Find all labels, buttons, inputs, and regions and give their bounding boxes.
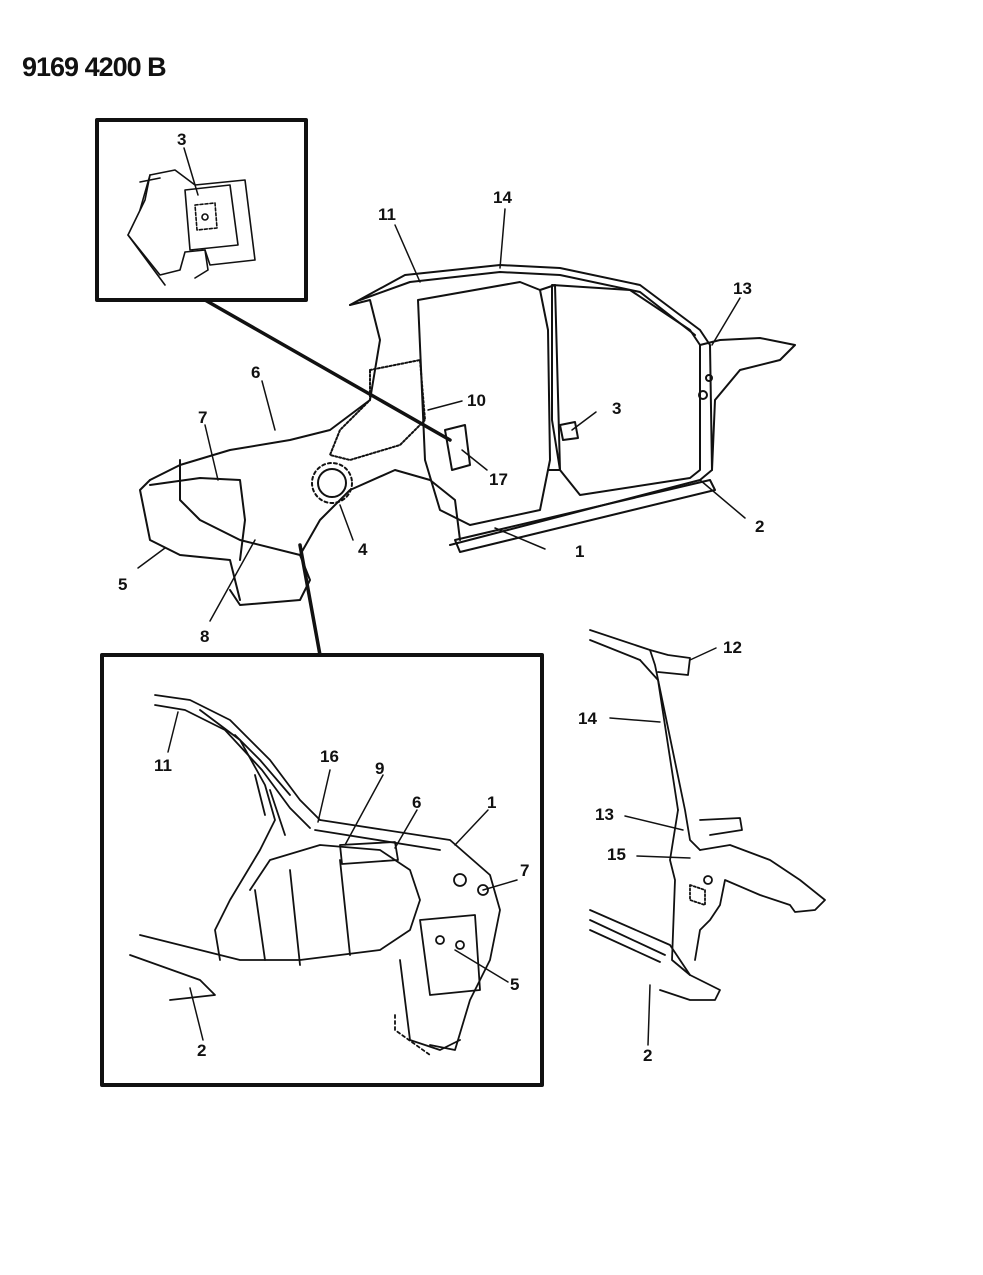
body-side-panel	[139, 264, 796, 606]
inset-callout-3: 3	[177, 130, 187, 149]
pillar-leader-lines	[609, 647, 717, 1046]
callout-6: 6	[251, 363, 261, 382]
callout-7: 7	[198, 408, 208, 427]
bottom-inset-structure	[129, 694, 501, 1056]
pillar-callout-2: 2	[643, 1046, 653, 1065]
callout-14: 14	[493, 188, 512, 207]
inset-callout-7: 7	[520, 861, 530, 880]
inset-callout-11: 11	[154, 756, 172, 775]
callout-13: 13	[733, 279, 752, 298]
callout-8: 8	[200, 627, 210, 646]
callout-10: 10	[467, 391, 486, 410]
callout-3: 3	[612, 399, 622, 418]
inset-callout-16: 16	[320, 747, 339, 766]
callout-17: 17	[489, 470, 508, 489]
inset-callout-1: 1	[487, 793, 497, 812]
callout-4: 4	[358, 540, 368, 559]
callout-5: 5	[118, 575, 128, 594]
top-inset-connector	[203, 298, 452, 442]
inset-callout-9: 9	[375, 759, 385, 778]
inset-callout-6: 6	[412, 793, 422, 812]
top-inset-frame	[95, 118, 308, 302]
callout-11: 11	[378, 205, 396, 224]
pillar-callout-12: 12	[723, 638, 742, 657]
pillar-callout-14: 14	[578, 709, 597, 728]
callout-1: 1	[575, 542, 585, 561]
main-leader-lines	[137, 147, 746, 622]
document-id: 9169 4200 B	[22, 52, 167, 82]
callout-2: 2	[755, 517, 765, 536]
bottom-inset-leader-lines	[167, 711, 518, 1041]
top-inset-bracket	[127, 169, 256, 286]
inset-callout-2: 2	[197, 1041, 207, 1060]
pillar-callout-13: 13	[595, 805, 614, 824]
inset-callout-5: 5	[510, 975, 520, 994]
bottom-inset-frame	[100, 653, 544, 1087]
pillar-detail-structure	[589, 629, 826, 1001]
pillar-callout-15: 15	[607, 845, 626, 864]
